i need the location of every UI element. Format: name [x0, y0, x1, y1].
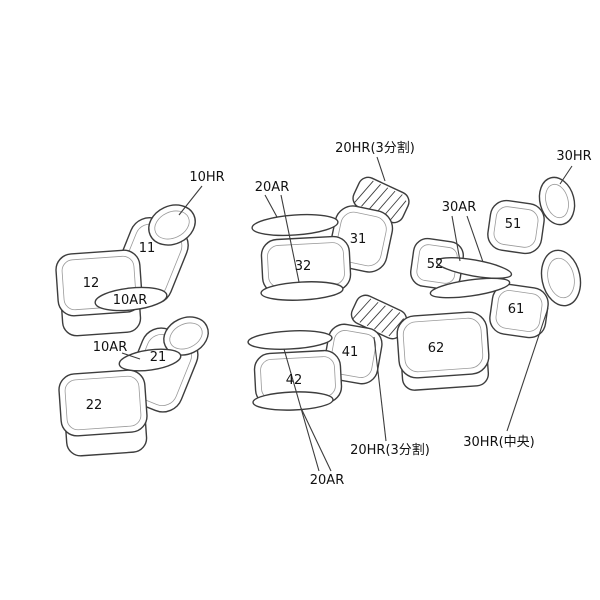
label-10hr: 10HR [189, 170, 224, 185]
label-armrest-10ar-a: 10AR [113, 293, 147, 308]
label-backrest-31: 31 [350, 232, 367, 247]
label-headrest-20hr-top: 20HR(3分割) [335, 140, 415, 156]
leader-20hr-top [376, 156, 386, 182]
label-backrest-52: 52 [427, 257, 444, 272]
label-headrest-20hr-bottom: 20HR(3分割) [350, 442, 430, 458]
leader-30hr-center [506, 307, 549, 432]
label-backrest-21: 21 [150, 350, 167, 365]
leader-30ar-2 [466, 215, 484, 263]
headrest-30hr-center-shape [540, 249, 582, 307]
headrest-10hr-shape [148, 204, 196, 246]
armrest-10ar-a-shape [94, 286, 168, 312]
armrest-20ar-b2-shape [252, 391, 334, 411]
armrest-20ar-a1-shape [251, 213, 339, 237]
label-headrest-30hr-center: 30HR(中央) [463, 435, 535, 450]
label-armrest-20ar-top: 20AR [255, 180, 289, 195]
seat-third-row [396, 176, 582, 391]
label-armrest-10ar-b: 10AR [93, 340, 127, 355]
seat-front-b-headrest [163, 316, 209, 356]
label-backrest-41: 41 [342, 345, 359, 360]
label-backrest-51: 51 [505, 217, 522, 232]
label-armrest-30ar: 30AR [442, 200, 476, 215]
seat-front-b [58, 316, 209, 457]
leader-lines [121, 156, 573, 472]
seat-second-b [247, 294, 408, 411]
label-cushion-42: 42 [286, 373, 303, 388]
label-headrest-30hr: 30HR [556, 149, 591, 164]
label-armrest-20ar-bottom: 20AR [310, 473, 344, 488]
seat-second-a [251, 176, 410, 301]
label-backrest-11: 11 [139, 241, 156, 256]
seat-third-backrest-51 [487, 199, 545, 255]
label-cushion-22: 22 [86, 398, 103, 413]
armrest-20ar-b1-shape [247, 330, 333, 350]
labels: 10HR 11 12 10AR 10AR 21 22 20AR 20HR(3分割… [83, 140, 592, 488]
leader-10hr [178, 185, 203, 216]
label-cushion-12: 12 [83, 276, 100, 291]
headrest-30hr-top-shape [538, 176, 576, 226]
label-cushion-62: 62 [428, 341, 445, 356]
armrest-20ar-a2-shape [260, 281, 344, 301]
armrest-30ar-shape-1 [435, 257, 513, 279]
seat-third-cushion [396, 311, 490, 379]
leader-30ar-1 [451, 215, 461, 262]
armrest-10ar-b-shape [118, 348, 182, 372]
leader-30hr [559, 165, 573, 185]
leader-20ar-top-2 [280, 194, 300, 283]
seat-third-backrest-61 [489, 283, 549, 339]
armrest-30ar-shape-2 [429, 277, 511, 299]
leader-20ar-top-1 [264, 194, 278, 218]
seat-front-b-cushion [58, 369, 148, 437]
leader-20ar-bottom-2 [300, 407, 332, 472]
label-backrest-61: 61 [508, 302, 525, 317]
seat-front-a [55, 204, 196, 337]
leader-20hr-bottom [373, 336, 387, 442]
leader-10ar-b [121, 352, 141, 360]
label-cushion-32: 32 [295, 259, 312, 274]
